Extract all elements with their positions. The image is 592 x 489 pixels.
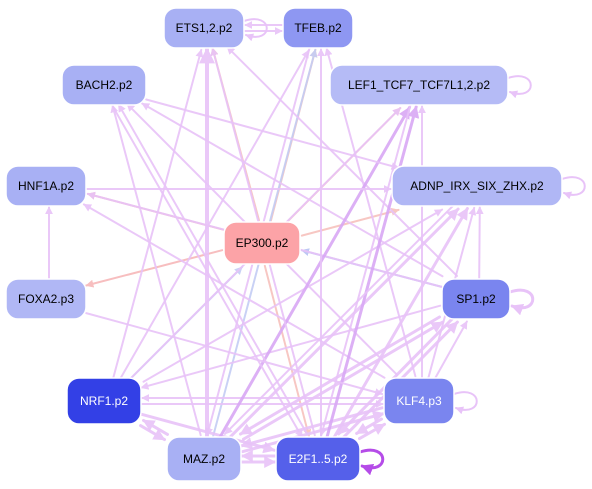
node-label-maz: MAZ.p2 bbox=[183, 452, 225, 466]
edge-nrf1-to-tfeb bbox=[119, 49, 310, 380]
node-adnp[interactable]: ADNP_IRX_SIX_ZHX.p2 bbox=[391, 165, 563, 207]
node-label-hnf1a: HNF1A.p2 bbox=[18, 179, 74, 193]
edge-e2f1-to-klf4 bbox=[358, 422, 386, 441]
node-hnf1a[interactable]: HNF1A.p2 bbox=[5, 165, 87, 207]
node-box-nrf1 bbox=[66, 377, 142, 425]
node-label-nrf1: NRF1.p2 bbox=[80, 394, 128, 408]
edge-ep300-to-foxa2 bbox=[85, 249, 224, 288]
node-label-lef1: LEF1_TCF7_TCF7L1,2.p2 bbox=[348, 78, 490, 92]
edge-foxa2-to-klf4 bbox=[85, 312, 384, 396]
node-box-hnf1a bbox=[5, 165, 87, 207]
node-box-bach2 bbox=[61, 64, 147, 106]
edge-sp1-to-ets1 bbox=[226, 45, 458, 277]
node-box-foxa2 bbox=[5, 278, 87, 320]
node-label-foxa2: FOXA2.p3 bbox=[18, 292, 74, 306]
edge-e2f1-to-adnp bbox=[332, 207, 469, 439]
node-box-e2f1 bbox=[275, 436, 361, 482]
edge-nrf1-to-adnp bbox=[142, 208, 444, 383]
self-loop-sp1 bbox=[508, 288, 535, 316]
edge-nrf1-to-ets1 bbox=[112, 48, 204, 379]
node-label-tfeb: TFEB.p2 bbox=[294, 21, 342, 35]
edge-e2f1-to-lef1 bbox=[325, 105, 420, 439]
edge-klf4-to-sp1 bbox=[434, 320, 468, 380]
edge-maz-to-adnp bbox=[227, 207, 460, 440]
node-tfeb[interactable]: TFEB.p2 bbox=[282, 7, 354, 49]
edge-bach2-to-e2f1 bbox=[112, 106, 304, 439]
self-loop-e2f1 bbox=[358, 448, 385, 476]
node-nrf1[interactable]: NRF1.p2 bbox=[66, 377, 142, 425]
edge-sp1-to-maz bbox=[239, 315, 441, 436]
node-box-sp1 bbox=[441, 278, 511, 320]
edge-maz-to-bach2 bbox=[110, 104, 202, 437]
node-label-e2f1: E2F1..5.p2 bbox=[289, 452, 348, 466]
self-loop-ets1 bbox=[243, 18, 268, 42]
edge-adnp-to-maz bbox=[223, 203, 455, 435]
node-e2f1[interactable]: E2F1..5.p2 bbox=[275, 436, 361, 482]
edge-maz-to-nrf1 bbox=[142, 418, 169, 436]
node-label-ep300: EP300.p2 bbox=[236, 236, 289, 250]
node-label-bach2: BACH2.p2 bbox=[76, 78, 133, 92]
node-ets1[interactable]: ETS1,2.p2 bbox=[163, 7, 245, 49]
node-box-lef1 bbox=[329, 64, 509, 106]
node-box-maz bbox=[166, 436, 242, 482]
node-ep300[interactable]: EP300.p2 bbox=[223, 221, 301, 265]
node-maz[interactable]: MAZ.p2 bbox=[166, 436, 242, 482]
node-sp1[interactable]: SP1.p2 bbox=[441, 278, 511, 320]
edge-e2f1-to-bach2 bbox=[117, 103, 309, 436]
node-label-klf4: KLF4.p3 bbox=[396, 394, 442, 408]
node-lef1[interactable]: LEF1_TCF7_TCF7L1,2.p2 bbox=[329, 64, 509, 106]
edge-nrf1-to-maz bbox=[139, 424, 166, 442]
self-loop-klf4 bbox=[453, 391, 478, 415]
edge-bach2-to-adnp bbox=[145, 98, 400, 170]
edge-klf4-to-hnf1a bbox=[82, 203, 386, 379]
edge-lef1-to-e2f1 bbox=[319, 104, 412, 437]
node-label-sp1: SP1.p2 bbox=[456, 292, 496, 306]
self-loop-lef1 bbox=[507, 75, 532, 99]
node-bach2[interactable]: BACH2.p2 bbox=[61, 64, 147, 106]
node-box-ep300 bbox=[223, 221, 301, 265]
node-foxa2[interactable]: FOXA2.p3 bbox=[5, 278, 87, 320]
node-box-tfeb bbox=[282, 7, 354, 49]
node-box-klf4 bbox=[383, 377, 455, 425]
self-loop-adnp bbox=[561, 176, 586, 200]
edge-ep300-to-e2f1 bbox=[263, 264, 312, 438]
node-box-ets1 bbox=[163, 7, 245, 49]
edge-sp1-to-adnp bbox=[475, 206, 484, 279]
node-label-adnp: ADNP_IRX_SIX_ZHX.p2 bbox=[410, 179, 544, 193]
node-klf4[interactable]: KLF4.p3 bbox=[383, 377, 455, 425]
node-label-ets1: ETS1,2.p2 bbox=[176, 21, 233, 35]
node-box-adnp bbox=[391, 165, 563, 207]
